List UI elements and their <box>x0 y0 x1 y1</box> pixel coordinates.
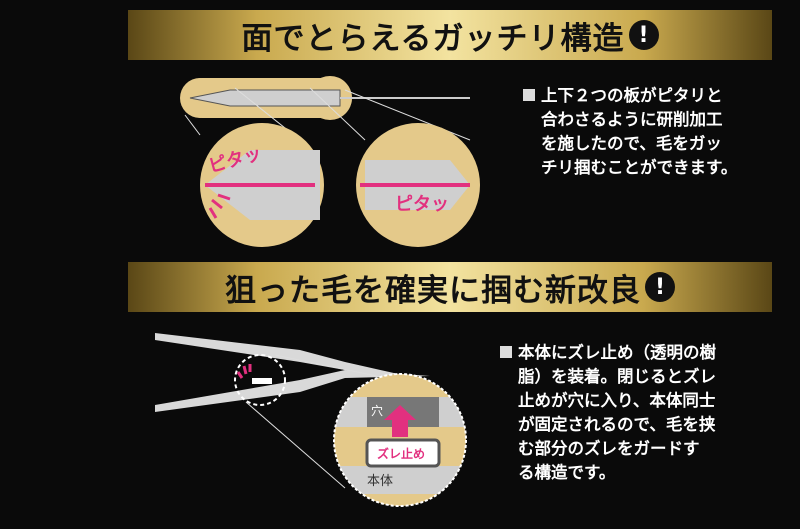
label-hole: 穴 <box>371 403 383 418</box>
section1-title: 面でとらえるガッチリ構造 <box>241 20 625 57</box>
bullet-square-icon <box>523 89 535 101</box>
zoom-circle-left <box>200 123 324 247</box>
section1-description: 上下２つの板がピタリと 合わさるように研削加工 を施したので、毛をガッ チリ掴む… <box>523 84 737 180</box>
callout-right: ピタッ <box>395 194 449 215</box>
section2-description: 本体にズレ止め（透明の樹 脂）を装着。閉じるとズレ 止めが穴に入り、本体同士 が… <box>500 341 716 485</box>
label-stopper: ズレ止め <box>377 446 425 461</box>
exclamation-icon: ! <box>645 272 675 302</box>
zoom-circle-right <box>356 123 480 247</box>
desc-line: 止めが穴に入り、本体同士 <box>518 391 716 410</box>
tweezers-illustration <box>155 333 430 489</box>
desc-line: 本体にズレ止め（透明の樹 <box>518 343 716 362</box>
desc-line: 上下２つの板がピタリと <box>541 86 723 105</box>
desc-line: る構造です。 <box>518 463 616 482</box>
section2-banner: 狙った毛を確実に掴む新改良 ! <box>128 262 772 312</box>
stopper-zoom-circle <box>333 373 467 507</box>
desc-line: 合わさるように研削加工 <box>541 110 723 129</box>
tweezer-tip-illustration <box>180 76 471 141</box>
desc-line: 脂）を装着。閉じるとズレ <box>518 367 716 386</box>
bullet-square-icon <box>500 346 512 358</box>
desc-line: チリ掴むことができます。 <box>541 158 738 177</box>
desc-line: を施したので、毛をガッ <box>541 134 722 153</box>
section1-banner: 面でとらえるガッチリ構造 ! <box>128 10 772 60</box>
desc-line: む部分のズレをガードす <box>518 439 700 458</box>
label-body: 本体 <box>367 474 393 489</box>
exclamation-icon: ! <box>628 20 659 50</box>
section2-title: 狙った毛を確実に掴む新改良 <box>225 272 641 309</box>
desc-line: が固定されるので、毛を挟 <box>518 415 716 434</box>
